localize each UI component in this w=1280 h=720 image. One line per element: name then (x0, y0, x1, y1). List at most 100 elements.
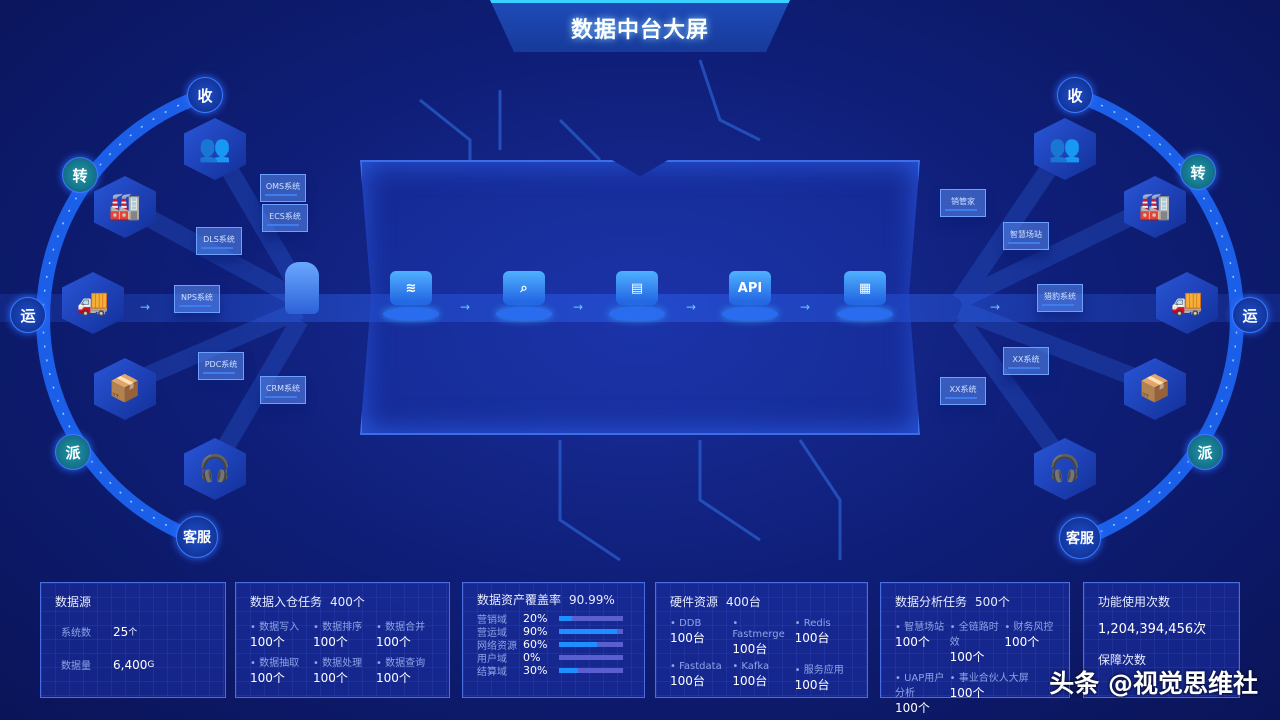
circuit-lines (419, 59, 842, 562)
stat-label: Fastmerge (732, 618, 790, 640)
pipeline-stage-api: API (722, 262, 778, 320)
panel-subtitle: 保障次数 (1098, 653, 1147, 667)
panel-title: 数据资产覆盖率 (477, 593, 562, 607)
panel-title: 数据入仓任务 (250, 595, 323, 609)
stat-value: 100个 (313, 635, 348, 649)
stat-label: 数据量 (61, 661, 91, 672)
stat-label: Kafka (732, 661, 790, 672)
coverage-value: 20% (523, 612, 548, 625)
pipeline-stage-search: ⌕ (496, 262, 552, 320)
truck-icon: 🚚 (62, 272, 124, 334)
courier-icon: 📦 (1124, 358, 1186, 420)
panel-title: 功能使用次数 (1098, 595, 1171, 609)
coverage-value: 30% (523, 664, 548, 677)
progress-track (559, 629, 623, 634)
system-card: 智慧场站 (1003, 222, 1049, 250)
usage-count: 1,204,394,456次 (1098, 622, 1207, 637)
stat-label: 数据查询 (376, 654, 435, 669)
progress-fill (559, 642, 598, 647)
coverage-label: 网络资源 (477, 641, 517, 652)
stat-value: 100个 (250, 671, 285, 685)
agent-icon: 🎧 (184, 438, 246, 500)
stat-item: 数据查询 100个 (376, 654, 435, 686)
chart-icon: ▤ (616, 271, 658, 305)
server-icon: ▦ (844, 271, 886, 305)
stat-value: 100台 (732, 642, 768, 656)
stat-unit: G (147, 659, 155, 670)
pipeline-stage-analysis: ▤ (609, 262, 665, 320)
pipeline-stage-servers: ▦ (837, 262, 893, 320)
stat-value: 100个 (376, 671, 411, 685)
arrow-icon: → (990, 300, 1001, 314)
arrow-icon: → (800, 300, 811, 314)
stat-item: 数据抽取 100个 (250, 654, 309, 686)
stat-label: Redis (795, 618, 853, 629)
progress-track (559, 642, 623, 647)
ring-label-service: 客服 (176, 516, 218, 558)
arrow-icon: → (573, 300, 584, 314)
ring-label-transport: 运 (10, 297, 46, 333)
stat-item: 事业合伙人大屏 100个 (950, 669, 1055, 716)
arrow-icon: → (686, 300, 697, 314)
stat-label: 数据处理 (313, 654, 372, 669)
system-card: DLS系统 (196, 227, 242, 255)
api-label: API (729, 271, 771, 305)
coverage-row: 营销域 20% (477, 612, 630, 626)
stat-label: UAP用户分析 (895, 669, 946, 699)
stat-label: 事业合伙人大屏 (950, 669, 1055, 684)
stat-label: 数据合并 (376, 618, 435, 633)
progress-track (559, 668, 623, 673)
coverage-label: 用户域 (477, 654, 507, 665)
coverage-label: 结算域 (477, 667, 507, 678)
truck-icon: 🚚 (1156, 272, 1218, 334)
coverage-label: 营销域 (477, 615, 507, 626)
stat-value: 100台 (794, 678, 830, 692)
ring-label-transport: 运 (1232, 297, 1268, 333)
stat-value: 100个 (1004, 635, 1040, 649)
stat-label: Fastdata (670, 661, 728, 672)
page-title: 数据中台大屏 (570, 17, 709, 43)
stat-label: 财务风控 (1004, 618, 1055, 633)
panel-usage: 功能使用次数 1,204,394,456次 保障次数 (1083, 582, 1240, 698)
stat-label: 系统数 (61, 628, 91, 639)
stat-unit: 个 (128, 628, 138, 638)
stat-item: Fastmerge 100台 (732, 618, 790, 657)
collector-icon (285, 262, 319, 314)
system-card: XX系统 (940, 377, 986, 405)
stat-label: DDB (670, 618, 728, 629)
panel-total: 500个 (975, 595, 1010, 609)
search-icon: ⌕ (503, 271, 545, 305)
ring-label-receive: 收 (187, 77, 223, 113)
arrow-icon: → (460, 300, 471, 314)
stat-value: 100个 (250, 635, 285, 649)
pipeline-stage-storage: ≋ (383, 262, 439, 320)
stat-value: 100个 (949, 686, 985, 700)
stat-label: 数据排序 (313, 618, 372, 633)
system-card: PDC系统 (198, 352, 244, 380)
panel-total: 400个 (330, 595, 365, 609)
ring-label-service: 客服 (1059, 517, 1101, 559)
stat-label: 服务应用 (795, 661, 853, 676)
panel-total: 400台 (726, 595, 761, 609)
progress-track (559, 655, 623, 660)
system-card: XX系统 (1003, 347, 1049, 375)
stat-value: 6,400 (113, 657, 148, 672)
ring-label-receive: 收 (1057, 77, 1093, 113)
stat-value: 100个 (313, 671, 348, 685)
database-icon: ≋ (390, 271, 432, 305)
system-card: ECS系统 (262, 204, 308, 232)
panel-title: 数据分析任务 (895, 595, 968, 609)
stat-value: 100个 (376, 635, 411, 649)
stat-label: 数据抽取 (250, 654, 309, 669)
stat-value: 100台 (670, 631, 705, 645)
